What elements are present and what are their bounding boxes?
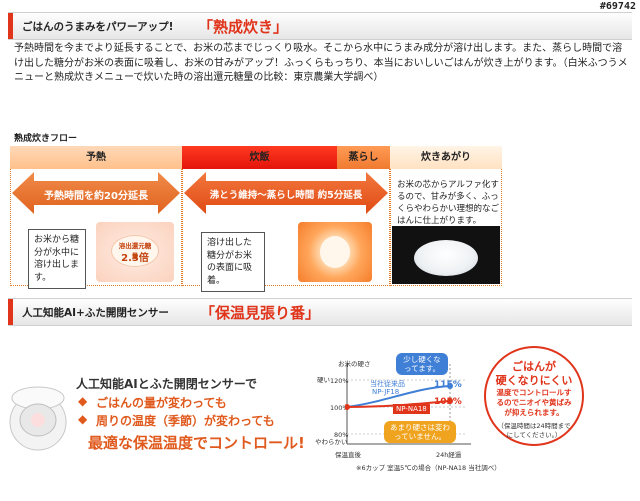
flow-header-preheat: 予熱 [10, 146, 182, 169]
section-banner-hoon: 人工知能AI+ふた開閉センサー 「保温見張り番」 [8, 298, 632, 326]
rice-cooker-icon [9, 386, 67, 451]
feature-badge: ごはんが 硬くなりにくい 温度でコントロールするのでニオイや黄ばみが抑えられます… [484, 346, 584, 446]
image-watermark: #69742 [599, 1, 636, 12]
banner-accent-bar [8, 299, 13, 325]
preheat-arrow-icon [12, 172, 180, 214]
legend-old-name: 当社従来品 [370, 380, 405, 388]
flow-header-steam: 蒸らし [337, 146, 390, 169]
flow-title: 熟成炊きフロー [14, 134, 78, 144]
heated-grain-icon [320, 236, 350, 268]
badge-value: 2.3倍 [121, 253, 149, 264]
series-start-point [345, 404, 350, 410]
section-title: 「熟成炊き」 [198, 18, 289, 36]
graph-tick-120: 120% [330, 377, 349, 385]
boil-arrow-label: 沸とう維持〜蒸らし時間 約5分延長 [209, 190, 363, 201]
done-note: お米の芯からアルファ化するので、甘みが多く、ふっくらやわらかい理想的なごはんに仕… [397, 180, 500, 226]
graph-x-end: 24h経過 [436, 451, 462, 459]
rice-grain-illustration-preheat: 溶出還元糖量 2.3倍 [96, 222, 174, 282]
badge-body: 温度でコントロールするのでニオイや黄ばみが抑えられます。 [496, 388, 572, 417]
rice-mound-icon [414, 240, 478, 276]
bullet-icon: ◆ [78, 394, 88, 408]
badge-footnote: （保温時間は24時間までにしてください。） [497, 422, 571, 439]
graph-val-old: 115% [434, 380, 462, 390]
section-banner-jukusei: ごはんのうまみをパワーアップ! 「熟成炊き」 [8, 12, 632, 40]
graph-footnote: ※6カップ 室温5℃の場合（NP-NA18 当社調べ） [356, 464, 501, 472]
cooked-rice-photo [392, 226, 500, 284]
feature-bullet-2: 周りの温度（季節）が変わっても [96, 414, 275, 428]
series-new-end-point [447, 398, 453, 404]
badge-label: 溶出還元糖量 [118, 242, 152, 260]
badge-title-2: 硬くなりにくい [495, 374, 573, 387]
series-old-end-point [447, 383, 453, 389]
banner-accent-bar [8, 13, 13, 39]
intro-paragraph: 予熱時間を今までより延長することで、お米の芯までじっくり吸水。そこから水中にうま… [14, 43, 628, 83]
graph-axis-title: お米の硬さ [338, 360, 371, 368]
graph-val-new: 105% [434, 397, 462, 407]
bullet-icon: ◆ [78, 412, 88, 426]
rice-grain-icon [111, 235, 159, 267]
legend-new: NP-NA18 [393, 404, 430, 414]
graph-y-soft: やわらかい [315, 438, 348, 446]
series-old-line [346, 385, 451, 408]
callout-new: あまり硬さは変わっていません。 [384, 421, 456, 443]
preheat-arrow-label: 予熱時間を約20分延長 [44, 191, 148, 202]
graph-x-start: 保温直後 [335, 451, 361, 459]
callout-old: 少し硬くなってます。 [396, 353, 448, 375]
flow-header-done: 炊きあがり [390, 146, 502, 169]
flow-header-boil: 炊飯 [182, 146, 337, 169]
badge-title-1: ごはんが [512, 360, 556, 373]
section-title: 「保温見張り番」 [200, 304, 321, 322]
section-lead: ごはんのうまみをパワーアップ! [22, 21, 174, 33]
feature-bullet-1: ごはんの量が変わっても [96, 396, 227, 410]
graph-y-hard: 硬い [317, 376, 330, 384]
feature-conclusion: 最適な保温温度でコントロール! [88, 434, 305, 452]
rice-grain-illustration-boil [298, 222, 372, 282]
preheat-note: お米から糖分が水中に溶け出します。 [28, 229, 86, 289]
feature-heading: 人工知能AIとふた開閉センサーで [76, 377, 258, 391]
graph-tick-100: 100% [330, 404, 349, 412]
graph-tick-80: 80% [334, 431, 349, 439]
boil-arrow-icon [184, 172, 388, 214]
section-lead: 人工知能AI+ふた開閉センサー [22, 307, 169, 319]
graph-plot [345, 364, 471, 445]
legend-old-model: NP-JF18 [372, 388, 400, 396]
boil-note: 溶け出した糖分がお米の表面に吸着。 [201, 232, 265, 292]
